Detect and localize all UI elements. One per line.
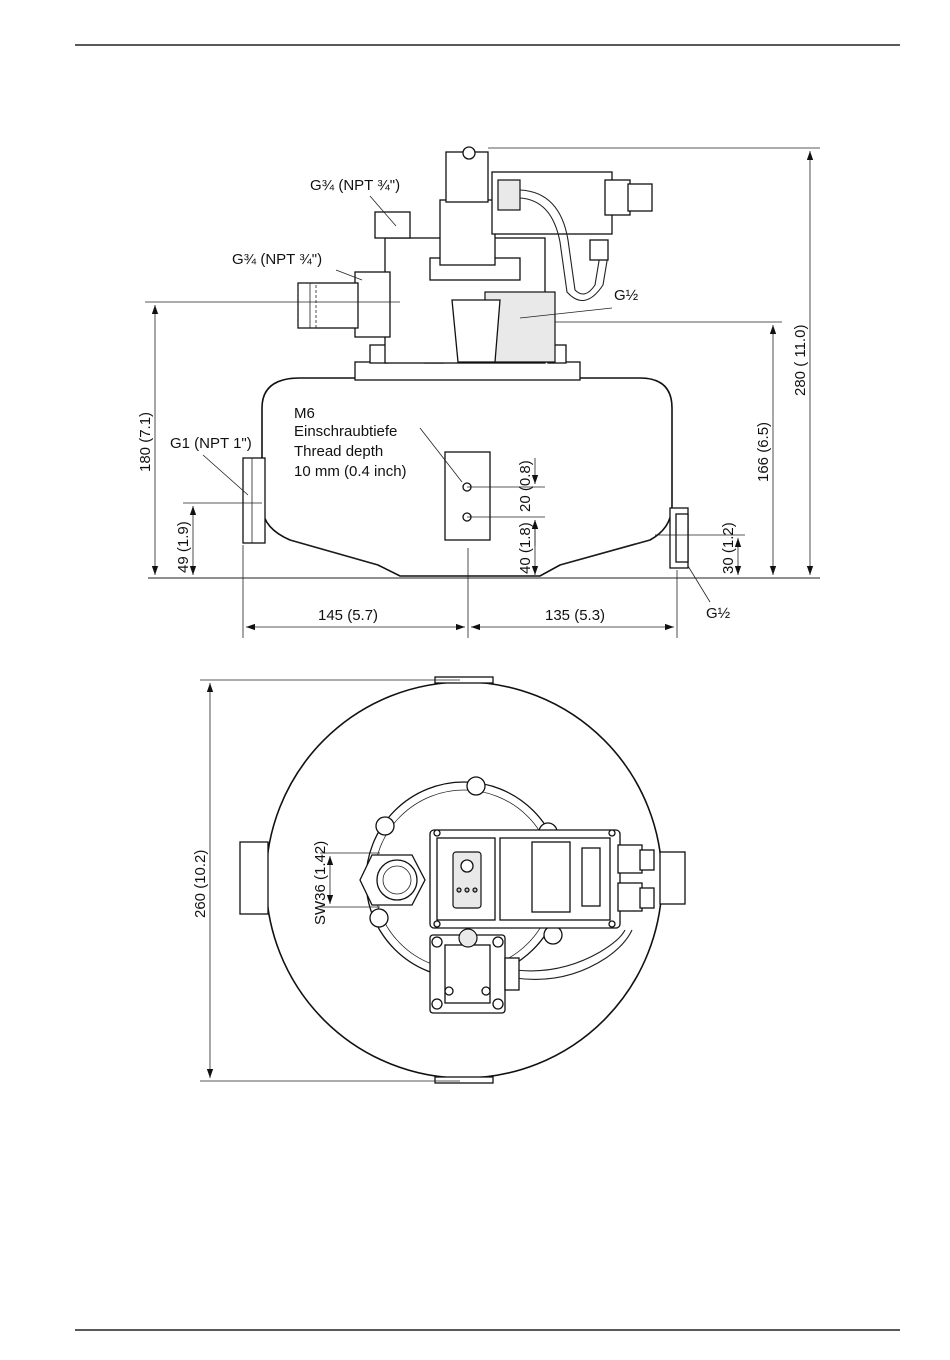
svg-text:40 (1.8): 40 (1.8) [517, 522, 534, 574]
label-valve-side: G¾ (NPT ¾") [232, 251, 322, 268]
control-unit [430, 830, 654, 928]
mounting-plate [445, 452, 490, 540]
svg-text:135 (5.3): 135 (5.3) [545, 607, 605, 624]
svg-text:20 (0.8): 20 (0.8) [517, 460, 534, 512]
inlet-port-top [240, 842, 268, 914]
label-g-half-top: G½ [614, 287, 639, 304]
label-g-half-bottom: G½ [706, 605, 731, 622]
thread-note-m6: M6 [294, 405, 315, 422]
side-view: G¾ (NPT ¾") G¾ (NPT ¾") G½ G1 (NPT 1") M… [137, 147, 820, 638]
svg-text:166 (6.5): 166 (6.5) [755, 422, 772, 482]
dimension-40: 40 (1.8) [517, 520, 535, 575]
inlet-port-g1 [243, 458, 265, 543]
dimension-30: 30 (1.2) [655, 522, 745, 575]
thread-note-depth: 10 mm (0.4 inch) [294, 463, 407, 480]
svg-text:180 (7.1): 180 (7.1) [137, 412, 154, 472]
svg-text:30 (1.2): 30 (1.2) [720, 522, 737, 574]
thread-note-en: Thread depth [294, 443, 383, 460]
svg-text:280 ( 11.0): 280 ( 11.0) [792, 325, 809, 396]
label-inlet: G1 (NPT 1") [170, 435, 252, 452]
solenoid-head [492, 172, 652, 234]
top-view: 260 (10.2) SW36 (1.42) [192, 677, 685, 1083]
svg-text:145 (5.7): 145 (5.7) [318, 607, 378, 624]
label-valve-top: G¾ (NPT ¾") [310, 177, 400, 194]
outlet-port-top [660, 852, 685, 904]
svg-text:SW36 (1.42): SW36 (1.42) [312, 841, 329, 925]
hex-nut-sw36 [360, 855, 425, 905]
outlet-port-g-half [670, 508, 688, 568]
thread-note-de: Einschraubtiefe [294, 423, 397, 440]
svg-text:260 (10.2): 260 (10.2) [192, 850, 209, 918]
bottom-tab [435, 1077, 493, 1083]
dimension-135: 135 (5.3) [471, 570, 677, 638]
svg-text:49 (1.9): 49 (1.9) [175, 521, 192, 573]
side-port-g-three-quarter [298, 272, 390, 337]
